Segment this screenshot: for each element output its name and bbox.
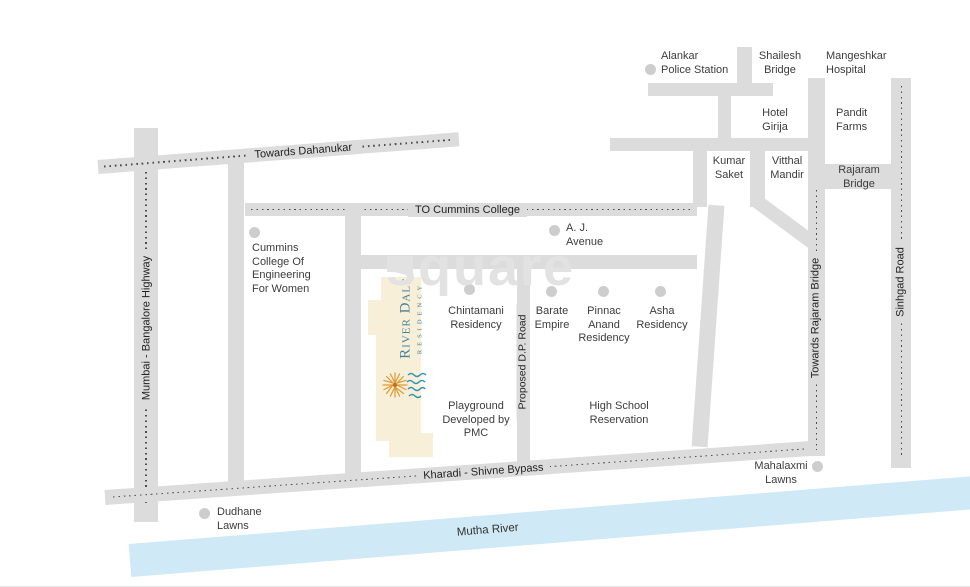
road-alankar-street	[648, 83, 773, 96]
place-pandit-farms: Pandit Farms	[836, 107, 868, 133]
place-dudhane-lawns: Dudhane Lawns	[217, 506, 262, 532]
mahalaxmi-marker	[812, 461, 823, 472]
place-shailesh-bridge: Shailesh Bridge	[758, 50, 802, 76]
road-highschool-east	[691, 204, 725, 448]
road-to-cummins-college: TO Cummins College	[245, 202, 697, 217]
water-waves	[406, 372, 427, 399]
tree-rays	[382, 372, 408, 398]
road-rajaram-bridge-connector	[823, 164, 893, 189]
place-mangeshkar-hospital: Mangeshkar Hospital	[826, 50, 887, 76]
place-chintamani: Chintamani Residency	[448, 305, 504, 331]
watermark-block	[387, 256, 413, 272]
place-barate-empire: Barate Empire	[534, 305, 570, 331]
place-aj-avenue: A. J. Avenue	[566, 222, 604, 248]
place-rajaram-bridge: Rajaram Bridge	[838, 164, 880, 190]
road-label-sinhgad: Sinhgad Road	[894, 241, 908, 323]
place-mahalaxmi-lawns: Mahalaxmi Lawns	[754, 460, 808, 486]
road-cummins-college-west	[228, 158, 244, 488]
watermark-text: square	[386, 237, 576, 297]
tree-and-waves-icon	[382, 372, 427, 399]
asha-marker	[655, 286, 666, 297]
road-label-dahanukar: Towards Dahanukar	[247, 139, 360, 163]
road-riverdale-west	[345, 208, 361, 474]
place-alankar: Alankar Police Station	[661, 50, 729, 76]
place-kumar-saket: Kumar Saket	[712, 155, 746, 181]
river-label: Mutha River	[456, 521, 520, 539]
tree-core	[392, 382, 398, 388]
barate-marker	[546, 286, 557, 297]
road-label-highway: Mumbai - Bangalore Highway	[140, 249, 153, 407]
road-label-rajaram: Towards Rajaram Bridge	[809, 251, 823, 385]
road-connector-hotel-girija	[718, 92, 731, 142]
pinnac-marker	[598, 286, 609, 297]
aj-avenue-marker	[549, 225, 560, 236]
road-kharadi-shivne-bypass: Kharadi - Shivne Bypass	[104, 440, 813, 505]
place-pinnac-anand: Pinnac Anand Residency	[578, 305, 630, 344]
dudhane-marker	[199, 508, 210, 519]
place-high-school-reservation: High School Reservation	[589, 400, 649, 426]
road-label-cummins: TO Cummins College	[408, 202, 527, 217]
place-vitthal-mandir: Vitthal Mandir	[770, 155, 804, 181]
road-shailesh-bridge-stub	[737, 47, 752, 87]
place-hotel-girija: Hotel Girija	[762, 107, 788, 133]
road-kumar-saket-west	[693, 149, 707, 207]
place-asha-residency: Asha Residency	[636, 305, 688, 331]
road-kumar-saket-east	[750, 149, 765, 207]
alankar-marker	[645, 64, 656, 75]
cummins-college-marker	[249, 227, 260, 238]
road-label-bypass: Kharadi - Shivne Bypass	[415, 459, 551, 483]
place-playground-pmc: Playground Developed by PMC	[442, 400, 510, 439]
place-cummins-college: Cummins College Of Engineering For Women	[252, 242, 311, 295]
road-top-cross-street	[610, 138, 810, 151]
chintamani-marker	[464, 284, 475, 295]
